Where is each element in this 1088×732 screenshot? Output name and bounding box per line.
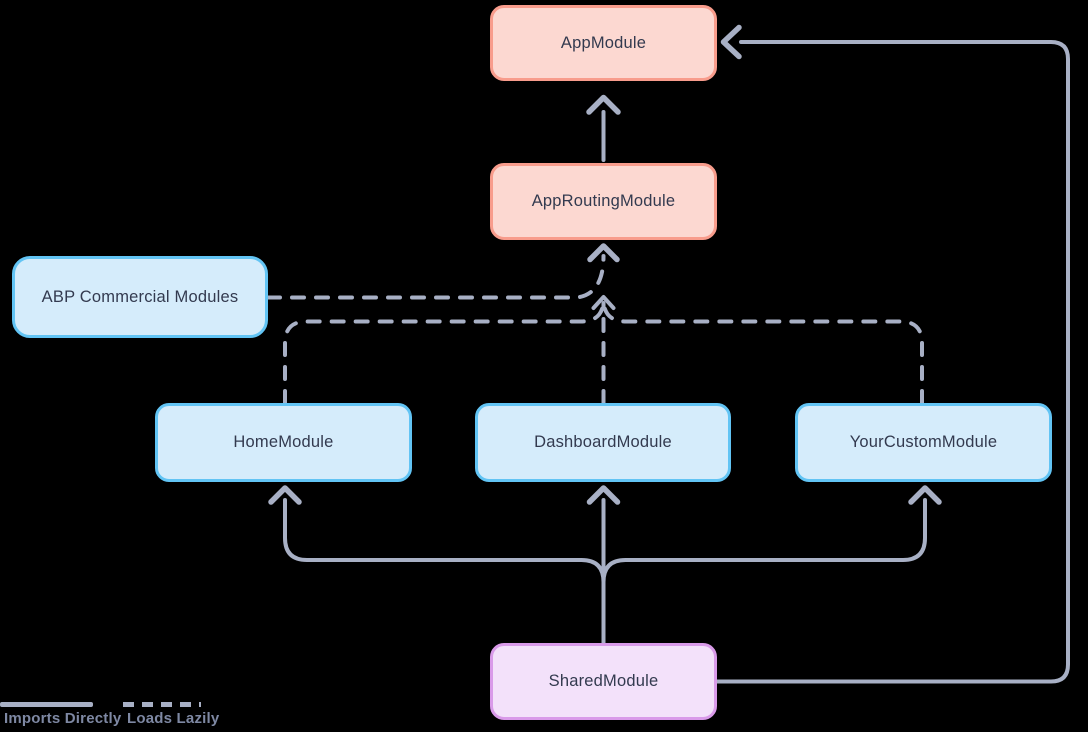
arrowhead-into-appmodule-bottom xyxy=(586,94,621,115)
legend-imports-directly-label: Imports Directly xyxy=(4,710,122,727)
node-app-module-label: AppModule xyxy=(560,33,647,52)
node-shared-module: SharedModule xyxy=(490,643,717,720)
node-your-custom-module: YourCustomModule xyxy=(795,403,1052,482)
arrowhead-into-yourcustommodule xyxy=(908,485,942,505)
arrowhead-into-appmodule-right xyxy=(720,24,742,60)
legend-loads-lazily-label: Loads Lazily xyxy=(127,710,220,727)
node-shared-module-label: SharedModule xyxy=(548,672,659,690)
edge-sharedmodule-homemodule xyxy=(283,498,606,645)
node-app-routing-module: AppRoutingModule xyxy=(490,163,717,240)
arrowhead-into-dashboardmodule xyxy=(586,485,621,505)
arrowhead-into-approutingmodule xyxy=(587,243,620,263)
node-app-routing-module-label: AppRoutingModule xyxy=(531,192,676,210)
node-abp-commercial-modules-label: ABP Commercial Modules xyxy=(41,287,239,306)
node-home-module-label: HomeModule xyxy=(233,433,334,451)
legend-dashed-line-swatch xyxy=(123,702,201,707)
edge-homemodule-approutingmodule xyxy=(283,297,606,405)
edge-sharedmodule-yourcustommodule xyxy=(601,498,927,645)
node-abp-commercial-modules: ABP Commercial Modules xyxy=(12,256,268,338)
edge-yourcustommodule-approutingmodule xyxy=(601,297,924,405)
node-app-module: AppModule xyxy=(490,5,717,81)
node-dashboard-module: DashboardModule xyxy=(475,403,731,482)
arrowhead-into-homemodule xyxy=(268,485,302,505)
node-home-module: HomeModule xyxy=(155,403,412,482)
edge-sharedmodule-appmodule xyxy=(715,40,1070,684)
node-dashboard-module-label: DashboardModule xyxy=(534,433,672,451)
legend-solid-line-swatch xyxy=(0,702,93,707)
edge-abpcommercialmodules-approutingmodule xyxy=(266,254,606,300)
node-your-custom-module-label: YourCustomModule xyxy=(849,433,998,451)
arrowhead-lazy-merge xyxy=(591,295,616,310)
